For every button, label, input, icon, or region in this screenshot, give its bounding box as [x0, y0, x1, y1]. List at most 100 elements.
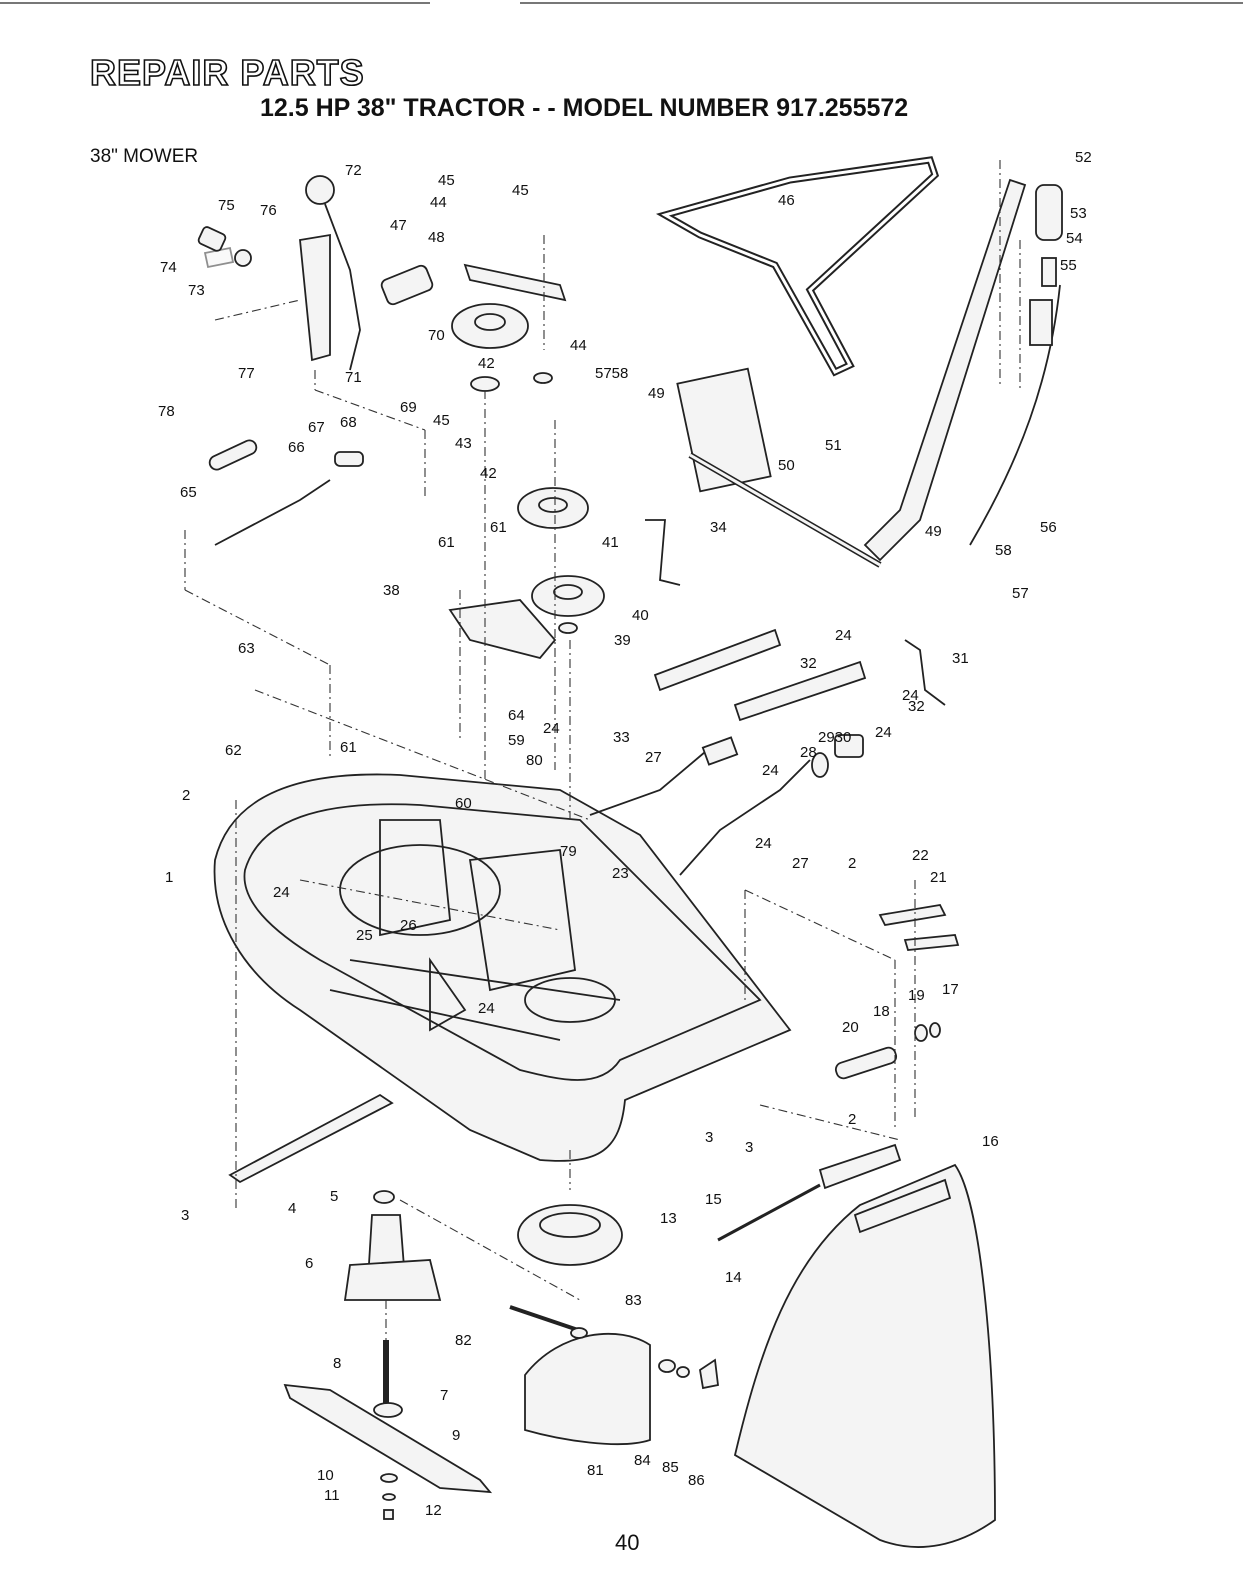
callout-label: 69	[400, 399, 417, 416]
callout-label: 57	[1012, 585, 1029, 602]
callout-label: 65	[180, 484, 197, 501]
callout-label: 44	[570, 337, 587, 354]
callout-label: 51	[825, 437, 842, 454]
callout-label: 68	[340, 414, 357, 431]
callout-label: 42	[480, 465, 497, 482]
callout-label: 43	[455, 435, 472, 452]
callout-label: 84	[634, 1452, 651, 1469]
callout-label: 52	[1075, 149, 1092, 166]
callout-label: 46	[778, 192, 795, 209]
callout-label: 61	[438, 534, 455, 551]
drive-belt-part	[655, 156, 940, 377]
callout-label: 44	[430, 194, 447, 211]
callout-label: 1	[165, 869, 173, 886]
callout-label: 24	[875, 724, 892, 741]
discharge-chute-part	[509, 1163, 996, 1548]
callout-label: 79	[560, 843, 577, 860]
callout-label: 28	[800, 744, 817, 761]
callout-label: 24	[755, 835, 772, 852]
callout-label: 10	[317, 1467, 334, 1484]
callout-label: 72	[345, 162, 362, 179]
page-subtitle: 12.5 HP 38" TRACTOR - - MODEL NUMBER 917…	[260, 94, 909, 122]
callout-label: 2	[848, 855, 856, 872]
callout-label: 4	[288, 1200, 296, 1217]
callout-label: 24	[835, 627, 852, 644]
callout-label: 24	[902, 687, 919, 704]
spindle-blade-part	[228, 1093, 623, 1520]
callout-label: 74	[160, 259, 177, 276]
callout-label: 47	[390, 217, 407, 234]
callout-label: 24	[543, 720, 560, 737]
callout-label: 54	[1066, 230, 1083, 247]
callout-label: 48	[428, 229, 445, 246]
callout-label: 49	[648, 385, 665, 402]
callout-label: 40	[632, 607, 649, 624]
callout-label: 14	[725, 1269, 742, 1286]
callout-label: 24	[478, 1000, 495, 1017]
callout-label: 81	[587, 1462, 604, 1479]
alignment-lines	[184, 160, 1021, 1340]
clutch-lever-part	[197, 175, 434, 546]
callout-label: 59	[508, 732, 525, 749]
callout-label: 27	[645, 749, 662, 766]
lift-shaft-part	[676, 178, 1063, 568]
callout-label: 50	[778, 457, 795, 474]
callout-label: 11	[324, 1487, 340, 1504]
lift-link-part	[589, 519, 946, 876]
callout-label: 9	[452, 1427, 460, 1444]
callout-label: 13	[660, 1210, 677, 1227]
callout-label: 39	[614, 632, 631, 649]
callout-label: 60	[455, 795, 472, 812]
callout-label: 63	[238, 640, 255, 657]
callout-label: 27	[792, 855, 809, 872]
callout-label: 45	[433, 412, 450, 429]
callout-label: 76	[260, 202, 277, 219]
callout-label: 32	[908, 698, 925, 715]
callout-label: 49	[925, 523, 942, 540]
callout-label: 20	[842, 1019, 859, 1036]
callout-label: 7	[440, 1387, 448, 1404]
callout-label: 26	[400, 917, 417, 934]
callout-label: 77	[238, 365, 255, 382]
callout-label: 78	[158, 403, 175, 420]
callout-label: 23	[612, 865, 629, 882]
callout-label: 6	[305, 1255, 313, 1272]
callout-label: 41	[602, 534, 619, 551]
callout-label: 3	[705, 1129, 713, 1146]
callout-label: 45	[512, 182, 529, 199]
callout-label: 75	[218, 197, 235, 214]
callout-label: 61	[340, 739, 357, 756]
callout-label: 3	[745, 1139, 753, 1156]
callout-label: 15	[705, 1191, 722, 1208]
page-number: 40	[615, 1530, 640, 1555]
callout-label: 5758	[595, 365, 628, 382]
callout-label: 86	[688, 1472, 705, 1489]
section-label: 38" MOWER	[90, 146, 199, 167]
callout-label: 19	[908, 987, 925, 1004]
callout-label: 34	[710, 519, 727, 536]
callout-label: 80	[526, 752, 543, 769]
callout-label: 3	[181, 1207, 189, 1224]
page-title: REPAIR PARTS	[89, 51, 365, 94]
callout-label: 56	[1040, 519, 1057, 536]
callout-label: 5	[330, 1188, 338, 1205]
callout-label: 38	[383, 582, 400, 599]
rear-bracket-part	[717, 904, 960, 1242]
callout-label: 18	[873, 1003, 890, 1020]
callout-label: 55	[1060, 257, 1077, 274]
mower-deck-part	[213, 773, 792, 1162]
callout-label: 22	[912, 847, 929, 864]
callout-label: 70	[428, 327, 445, 344]
callout-label: 67	[308, 419, 325, 436]
callout-label: 21	[930, 869, 947, 886]
callout-label: 2	[182, 787, 190, 804]
callout-label: 71	[345, 369, 362, 386]
callout-label: 53	[1070, 205, 1087, 222]
callout-label: 31	[952, 650, 969, 667]
callout-label: 62	[225, 742, 242, 759]
callout-label: 12	[425, 1502, 442, 1519]
callout-label: 24	[762, 762, 779, 779]
callout-label: 17	[942, 981, 959, 998]
